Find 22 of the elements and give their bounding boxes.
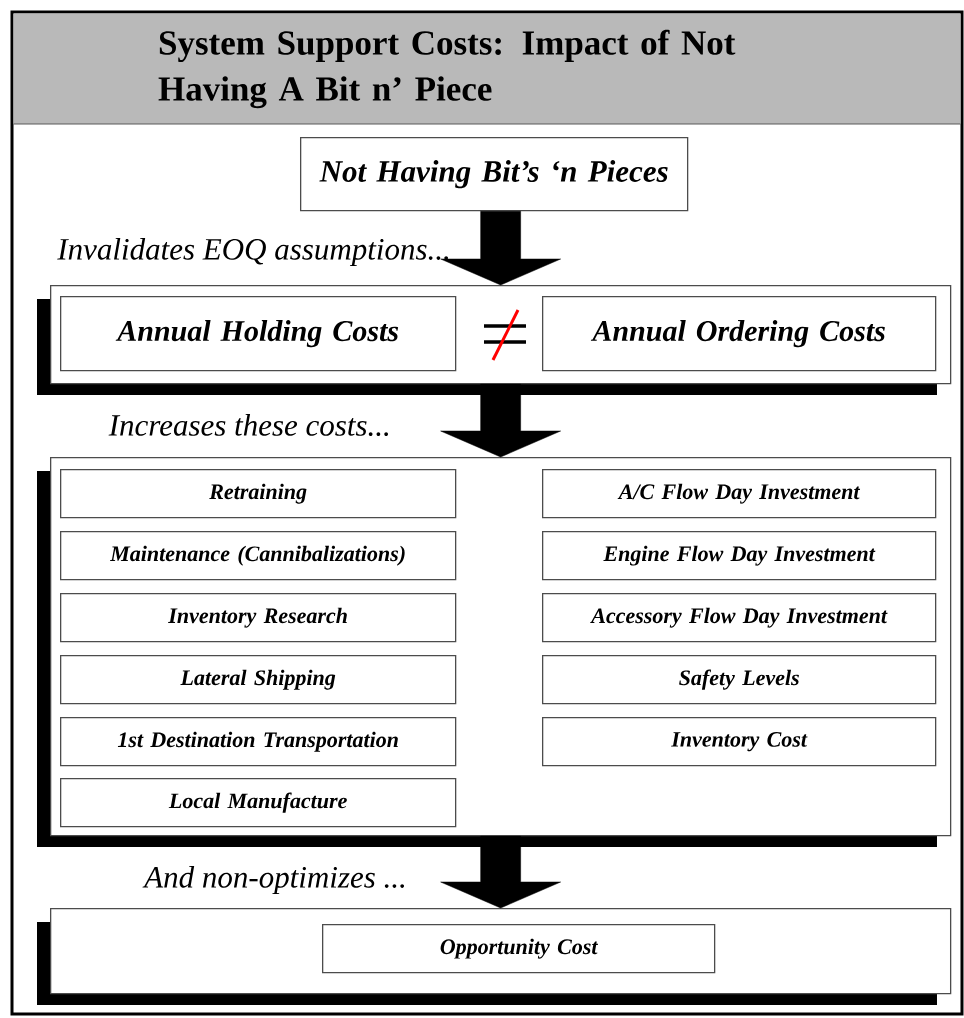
cost-box: Safety Levels [542, 655, 937, 705]
cost-box: Lateral Shipping [60, 655, 457, 705]
cost-box: Inventory Cost [542, 717, 937, 767]
cost-box: Maintenance (Cannibalizations) [60, 531, 457, 581]
cost-box: Opportunity Cost [322, 924, 716, 974]
cost-box: Engine Flow Day Investment [542, 531, 937, 581]
cost-box: Annual Ordering Costs [542, 296, 937, 372]
cost-box: A/C Flow Day Investment [542, 469, 937, 519]
edge-label: And non-optimizes ... [142, 865, 404, 895]
cost-box: Retraining [60, 469, 457, 519]
cost-box: Local Manufacture [60, 778, 457, 828]
cost-box: Accessory Flow Day Investment [542, 593, 937, 643]
block-arrow [440, 384, 561, 458]
edge-label: Increases these costs... [108, 414, 388, 436]
cost-box: Inventory Research [60, 593, 457, 643]
cost-box: Annual Holding Costs [60, 296, 457, 372]
block-arrow [440, 211, 561, 286]
cost-box: Not Having Bit’s ‘n Pieces [300, 137, 689, 212]
title-band: System Support Costs: Impact of Not Having A Bit n’ Piece [13, 13, 961, 125]
cost-box: 1st Destination Transportation [60, 717, 457, 767]
block-arrow [440, 836, 561, 909]
edge-label: Invalidates EOQ assumptions... [57, 237, 448, 267]
